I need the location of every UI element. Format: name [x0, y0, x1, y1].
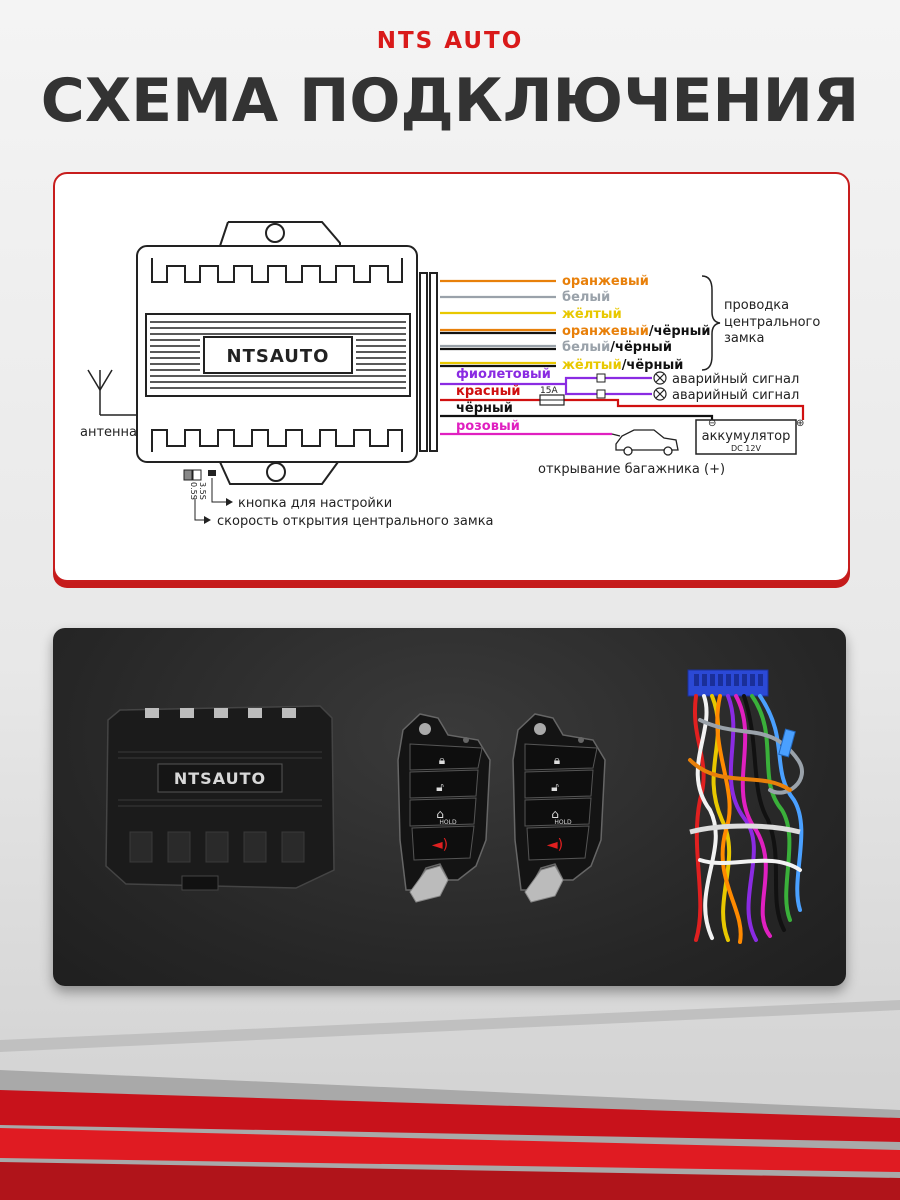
lock-speed-label: скорость открытия центрального замка	[217, 514, 494, 529]
wire-label-violet: фиолетовый	[456, 367, 551, 382]
module-label-box	[203, 336, 353, 374]
page-title: СХЕМА ПОДКЛЮЧЕНИЯ	[40, 66, 860, 136]
wire-label-red: красный	[456, 384, 520, 399]
battery-label: аккумулятор	[702, 429, 791, 444]
wire-label-black: чёрный	[456, 401, 513, 416]
fuse-label: 15A	[540, 386, 558, 396]
relay-1	[596, 373, 606, 383]
dip-switch-icon	[183, 469, 216, 481]
central-lock-note-2: центрального	[724, 315, 820, 330]
horn-icon: ◄)	[432, 837, 448, 853]
remote-hold-label: HOLD	[439, 819, 457, 826]
lock-icon: 🔒︎	[439, 753, 445, 767]
module-outline	[136, 221, 418, 485]
wire-label-white: белый	[562, 290, 610, 305]
wires	[440, 279, 805, 436]
remote-key-2: 🔒︎ 🔓︎ ⌂ HOLD ◄)	[512, 713, 606, 903]
battery-spec: DC 12V	[731, 444, 761, 453]
brace	[701, 275, 721, 371]
battery-plus: ⊕	[796, 418, 804, 429]
wire-label-orange: оранжевый	[562, 274, 649, 289]
module-grille	[150, 321, 406, 389]
brand-logo: NTS AUTO	[376, 28, 524, 54]
wire-labels: оранжевый белый жёлтый оранжевый/чёрный …	[456, 274, 711, 434]
product-set: NTSAUTO 🔒︎ 🔓︎ ⌂ HOLD ◄)	[105, 669, 804, 944]
trunk-icon: ⌂	[551, 807, 559, 821]
hazard-label-1: аварийный сигнал	[672, 372, 799, 387]
switch-label-3-5s: 3.5S	[198, 482, 207, 500]
wire-label-white-black: белый/чёрный	[562, 340, 672, 355]
switch-label-0-5s: 0.5S	[189, 482, 198, 500]
wire-label-yellow-black: жёлтый/чёрный	[562, 358, 683, 373]
wire-label-yellow: жёлтый	[562, 307, 622, 322]
product-module-label: NTSAUTO	[174, 769, 266, 788]
setup-button-label: кнопка для настройки	[238, 496, 392, 511]
control-module-photo: NTSAUTO	[105, 705, 335, 891]
hazard-label-2: аварийный сигнал	[672, 388, 799, 403]
battery-minus: ⊖	[708, 418, 716, 429]
central-lock-note-1: проводка	[724, 298, 789, 313]
hazard-lamp-icon	[653, 371, 667, 401]
antenna-label: антенна	[80, 425, 137, 440]
remote-key-1: 🔒︎ 🔓︎ ⌂ HOLD ◄)	[397, 713, 491, 903]
lock-icon: 🔒︎	[554, 753, 560, 767]
battery-icon	[695, 419, 797, 455]
connector	[419, 272, 438, 452]
antenna-icon	[87, 369, 137, 416]
arrow-icon	[226, 498, 233, 506]
wire-label-pink: розовый	[456, 419, 520, 434]
relay-2	[596, 389, 606, 399]
car-trunk-icon	[611, 429, 679, 456]
module-label: NTSAUTO	[227, 346, 330, 367]
remote-hold-label: HOLD	[554, 819, 572, 826]
unlock-icon: 🔓︎	[436, 780, 444, 794]
wiring-diagram-panel	[53, 172, 850, 582]
horn-icon: ◄)	[547, 837, 563, 853]
central-lock-note-3: замка	[724, 331, 765, 346]
wiring-diagram: NTSAUTO антенна 15A	[80, 221, 820, 529]
unlock-icon: 🔓︎	[551, 780, 559, 794]
wire-label-orange-black: оранжевый/чёрный	[562, 324, 711, 339]
trunk-icon: ⌂	[436, 807, 444, 821]
arrow-icon	[204, 516, 211, 524]
wire-harness-photo	[687, 669, 804, 944]
switch-leader-lines	[194, 478, 228, 521]
trunk-label: открывание багажника (+)	[538, 462, 725, 477]
